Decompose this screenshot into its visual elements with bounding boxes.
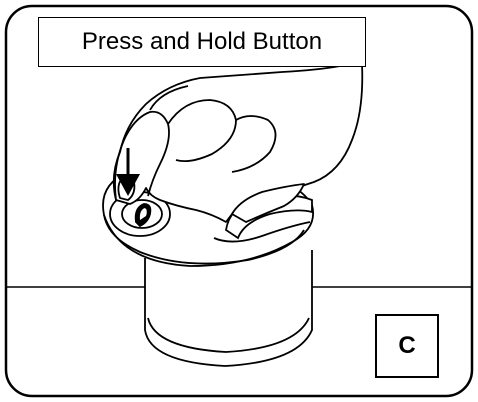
caption-box: Press and Hold Button — [38, 17, 366, 67]
palm-crease — [149, 85, 189, 111]
ring-finger — [231, 115, 277, 173]
button-mark-inner — [139, 208, 147, 220]
hand-palm — [112, 63, 364, 223]
arrow-head — [116, 174, 140, 196]
step-label: C — [398, 332, 416, 359]
press-arrow-icon — [116, 148, 140, 196]
step-label-box: C — [375, 314, 439, 378]
hand-pressing-icon — [112, 63, 364, 223]
index-finger — [114, 110, 170, 201]
device-clip-lower — [213, 221, 311, 243]
device-body — [144, 250, 313, 367]
thumb — [231, 183, 305, 223]
device-cap-rim — [103, 214, 305, 265]
caption-text: Press and Hold Button — [81, 28, 323, 55]
device-base-ring — [147, 317, 310, 353]
